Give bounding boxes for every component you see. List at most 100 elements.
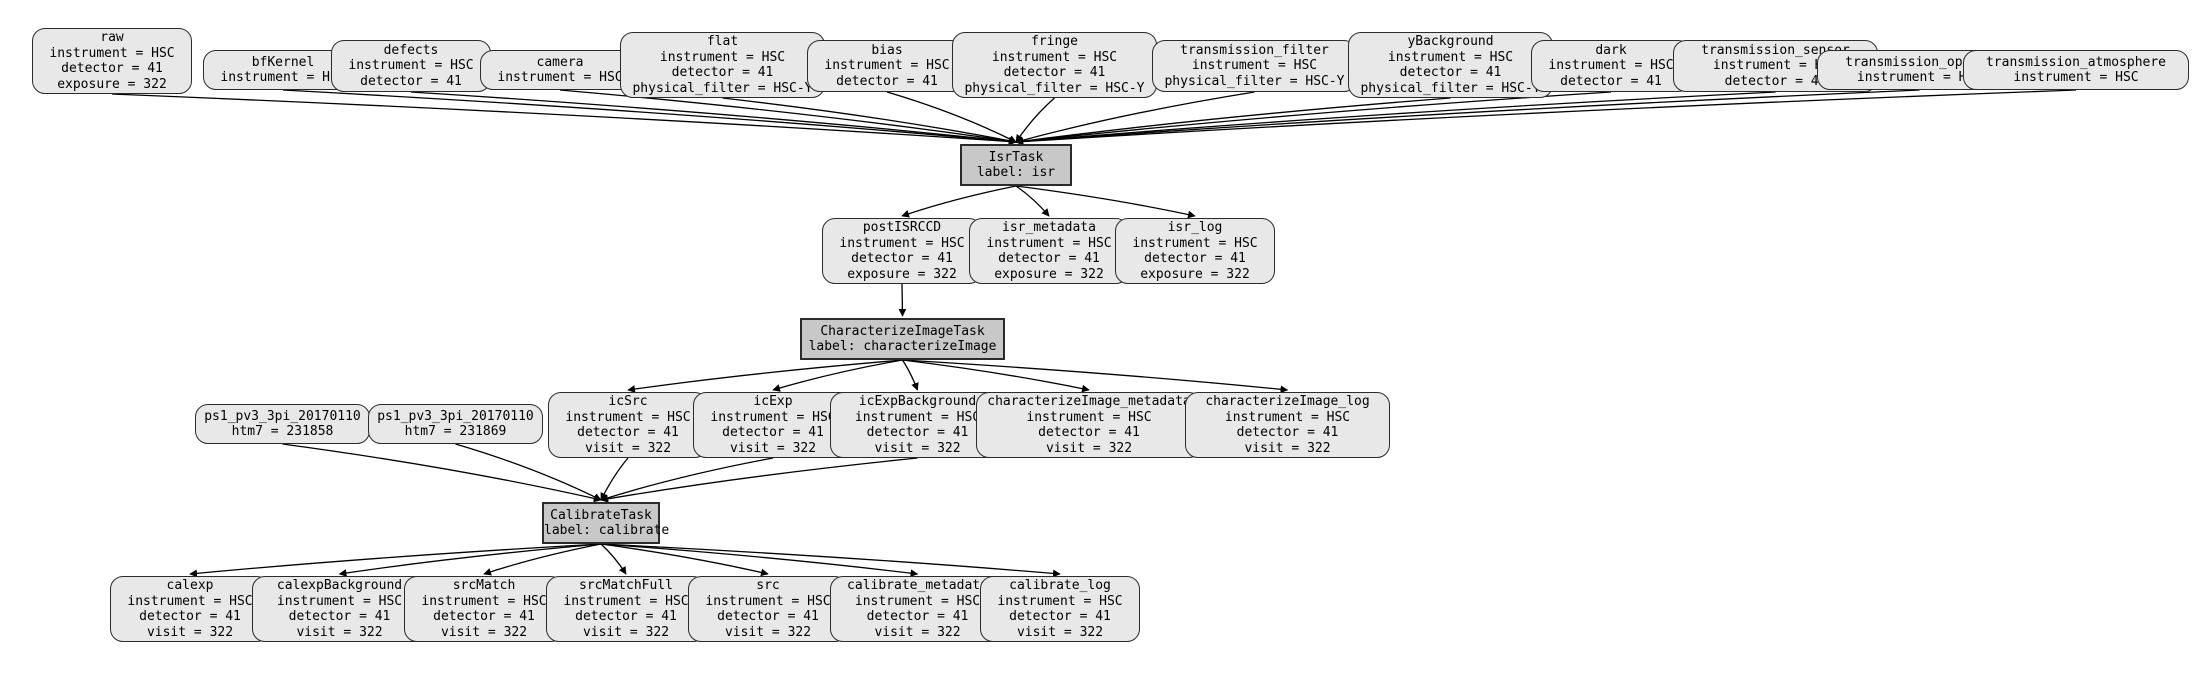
node-attribute: instrument = HSC (659, 49, 786, 65)
node-title: calexp (166, 578, 214, 593)
node-attribute: detector = 41 (360, 73, 462, 89)
node-title: transmission_atmosphere (1985, 54, 2166, 70)
node-attribute: label: isr (976, 165, 1056, 180)
node-attribute: physical_filter = HSC-Y (964, 80, 1145, 96)
node-attribute: detector = 41 (851, 251, 953, 266)
node-attribute: instrument = HSC (705, 593, 831, 609)
node-attribute: detector = 41 (139, 609, 241, 624)
edge-bias-to-IsrTask (886, 91, 1017, 143)
node-title: srcMatch (452, 578, 516, 593)
node-attribute: instrument = HSC (348, 58, 474, 74)
node-attribute: instrument = HSC (1026, 409, 1152, 425)
edge-CalibrateTask-to-calexp (189, 543, 602, 578)
edge-CharacterizeImageTask-to-icExp (772, 359, 903, 392)
edge-CharacterizeImageTask-to-icExpBackground (901, 359, 919, 391)
node-attribute: instrument = HSC (1224, 409, 1351, 425)
node-title: bias (871, 42, 903, 58)
edge-dark-to-IsrTask (1015, 91, 1612, 146)
node-attribute: detector = 41 (1236, 425, 1339, 440)
node-title: yBackground (1407, 34, 1494, 49)
node-title: characterizeImage_metadata (987, 394, 1191, 409)
node-title: srcMatchFull (579, 578, 673, 593)
node-attribute: instrument = HSC (421, 593, 547, 609)
node-attribute: instrument = HSC (2013, 70, 2139, 85)
edge-yBackground-to-IsrTask (1015, 97, 1451, 145)
edge-icExpBackground-to-CalibrateTask (600, 457, 918, 503)
edge-IsrTask-to-isr_metadata (1015, 185, 1050, 217)
node-attribute: instrument = HSC (563, 593, 689, 609)
node-title: CalibrateTask (550, 507, 652, 523)
node-attribute: detector = 41 (836, 73, 938, 89)
node-title: calexpBackground (276, 578, 403, 593)
node-attribute: detector = 41 (671, 65, 774, 80)
node-attribute: detector = 41 (1009, 609, 1111, 624)
node-attribute: visit = 322 (1244, 440, 1331, 456)
edge-CalibrateTask-to-calibrate_metadata (600, 543, 919, 578)
edge-fringe-to-IsrTask (1015, 97, 1055, 143)
node-attribute: visit = 322 (729, 440, 817, 456)
node-attribute: instrument = HSC (1132, 235, 1258, 251)
node-attribute: detector = 41 (288, 609, 391, 624)
node-attribute: physical_filter = HSC-Y (1164, 73, 1345, 89)
edge-transmission_sensor-to-IsrTask (1015, 91, 1776, 146)
edge-postISRCCD-to-CharacterizeImageTask (898, 283, 907, 317)
node-attribute: detector = 41 (866, 609, 969, 624)
node-attribute: visit = 322 (582, 624, 670, 640)
node-title: calibrate_log (1009, 578, 1111, 593)
node-attribute: visit = 322 (146, 624, 234, 640)
node-attribute: instrument = HSC (854, 593, 981, 609)
node-attribute: exposure = 322 (1140, 266, 1250, 282)
node-attribute: detector = 41 (575, 609, 677, 624)
node-attribute: detector = 41 (61, 61, 163, 76)
node-attribute: instrument = HSC (997, 593, 1123, 609)
edge-CalibrateTask-to-calexpBackground (338, 543, 602, 577)
node-title: src (756, 578, 780, 593)
node-attribute: instrument = HSC (565, 409, 691, 425)
node-attribute: detector = 41 (1038, 425, 1140, 440)
node-title: icSrc (608, 394, 648, 409)
node-attribute: physical_filter = HSC-Y (632, 80, 813, 96)
node-attribute: instrument = HSC (1548, 58, 1674, 74)
edge-IsrTask-to-postISRCCD (901, 185, 1017, 218)
node-attribute: exposure = 322 (994, 266, 1104, 282)
node-attribute: detector = 41 (1144, 251, 1246, 266)
node-attribute: label: characterizeImage (808, 339, 997, 354)
edge-flat-to-IsrTask (722, 97, 1017, 145)
node-title: isr_metadata (1002, 220, 1096, 235)
node-title: fringe (1031, 34, 1078, 49)
node-attribute: detector = 41 (717, 609, 819, 624)
node-title: transmission_sensor (1701, 42, 1850, 58)
node-title: icExp (753, 394, 793, 409)
edge-CalibrateTask-to-calibrate_log (600, 543, 1061, 578)
